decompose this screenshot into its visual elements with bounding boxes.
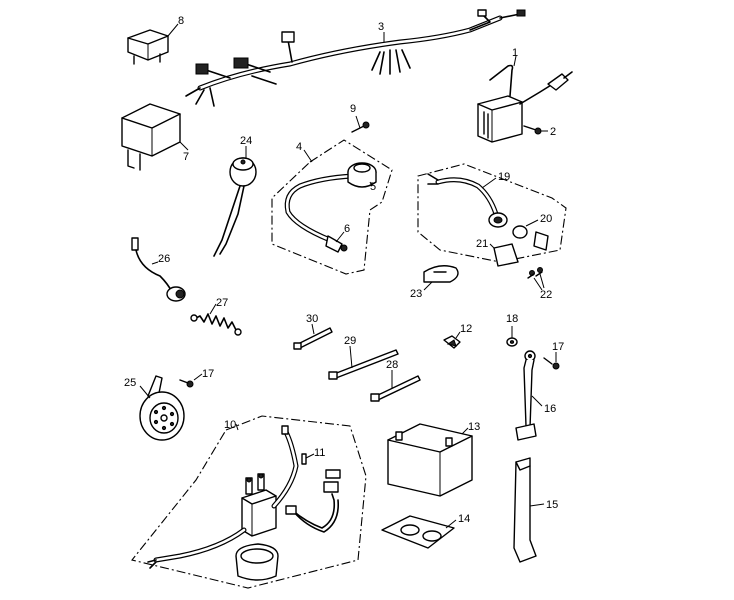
part-28-cable-tie: 28 — [370, 359, 421, 402]
part-1-regulator: 1 — [477, 47, 573, 143]
label-21: 21 — [476, 238, 488, 250]
label-16: 16 — [544, 403, 556, 415]
label-15: 15 — [546, 499, 558, 511]
part-12-clip: 12 — [443, 323, 472, 349]
label-26: 26 — [158, 253, 170, 265]
part-18-washer: 18 — [506, 313, 518, 347]
label-29: 29 — [344, 335, 356, 347]
part-9-screw: 9 — [350, 103, 370, 133]
part-27-spring: 27 — [190, 297, 242, 336]
label-28: 28 — [386, 359, 398, 371]
group-4-boundary — [271, 139, 393, 275]
group-19-boundary — [417, 163, 567, 263]
group-10-boundary — [131, 415, 367, 589]
part-26-sensor: 26 — [131, 237, 186, 302]
label-19: 19 — [498, 171, 510, 183]
part-4-cable-assembly: 4 — [284, 141, 355, 243]
label-6: 6 — [344, 223, 350, 235]
part-8-relay: 8 — [127, 15, 184, 65]
part-15-battery-strap: 15 — [513, 457, 558, 563]
part-29-cable-tie: 29 — [328, 335, 399, 380]
part-24-flasher: 24 — [213, 135, 257, 257]
part-3-wiring-harness: 3 — [185, 9, 526, 107]
label-11: 11 — [314, 447, 325, 459]
part-20-switch-body: 20 — [488, 212, 552, 251]
label-3: 3 — [378, 21, 384, 33]
label-24: 24 — [240, 135, 252, 147]
part-17-bolt-left: 17 — [179, 368, 214, 388]
part-30-cable-tie: 30 — [293, 313, 333, 350]
label-17b: 17 — [552, 341, 564, 353]
part-11-fuse: 11 — [301, 447, 325, 465]
label-4: 4 — [296, 141, 302, 153]
part-25-horn: 25 — [124, 375, 185, 441]
label-30: 30 — [306, 313, 318, 325]
label-2: 2 — [550, 126, 556, 138]
part-7-relay-box: 7 — [121, 103, 189, 171]
part-16-battery-cable: 16 — [515, 350, 556, 441]
label-1: 1 — [512, 47, 518, 59]
label-13: 13 — [468, 421, 480, 433]
label-20: 20 — [540, 213, 552, 225]
part-19-switch-assembly: 19 — [427, 171, 510, 217]
label-18: 18 — [506, 313, 518, 325]
part-23-clip: 23 — [410, 265, 459, 300]
part-14-battery-pad: 14 — [381, 513, 470, 549]
label-7: 7 — [183, 151, 189, 163]
label-5: 5 — [370, 181, 376, 193]
label-17a: 17 — [202, 368, 214, 380]
label-10: 10 — [224, 419, 236, 431]
part-17-bolt-right: 17 — [543, 341, 564, 370]
label-8: 8 — [178, 15, 184, 27]
label-12: 12 — [460, 323, 472, 335]
part-21-cap: 21 — [476, 238, 519, 267]
label-25: 25 — [124, 377, 136, 389]
part-6-terminal: 6 — [325, 223, 350, 253]
part-13-battery: 13 — [387, 421, 480, 497]
part-10-starter-relay-assembly: 10 — [147, 419, 341, 581]
part-22-screws: 22 — [527, 267, 552, 301]
label-23: 23 — [410, 288, 422, 300]
label-27: 27 — [216, 297, 228, 309]
label-14: 14 — [458, 513, 470, 525]
part-5-solenoid: 5 — [347, 162, 377, 193]
label-22: 22 — [540, 289, 552, 301]
label-9: 9 — [350, 103, 356, 115]
part-2-bolt: 2 — [523, 125, 556, 138]
